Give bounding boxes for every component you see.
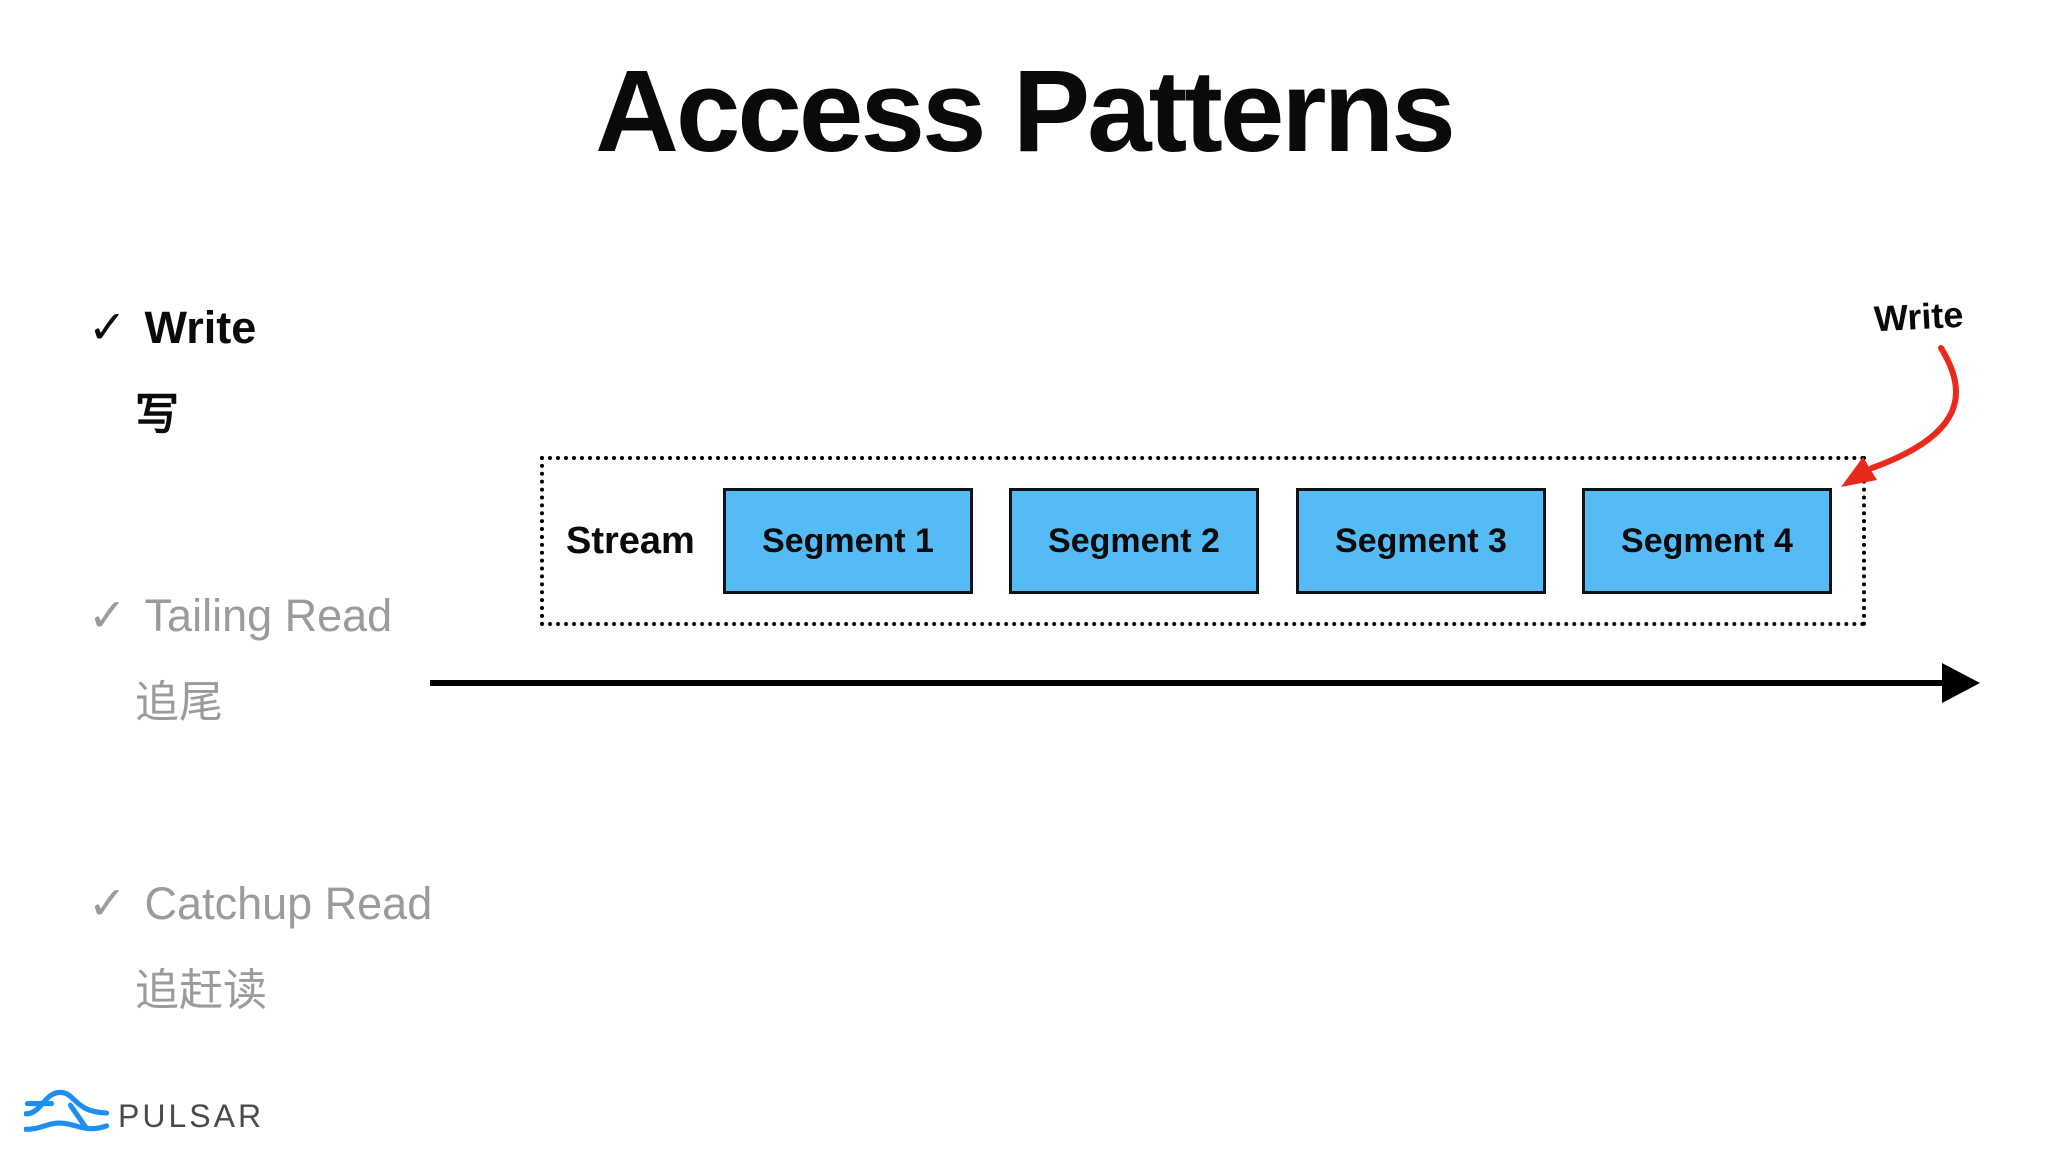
- bullet-tailing-read: ✓ Tailing Read 追尾: [88, 588, 392, 730]
- write-annotation-label: Write: [1872, 293, 1965, 340]
- checkmark-icon: ✓: [88, 589, 127, 641]
- bullet-write: ✓ Write 写: [88, 300, 256, 442]
- stream-label: Stream: [566, 519, 695, 562]
- bullet-tailing-read-subtitle: 追尾: [135, 678, 223, 727]
- pulsar-logo-wordmark: PULSAR: [118, 1097, 265, 1134]
- segment-4-box: Segment 4: [1582, 488, 1832, 594]
- segment-1-box: Segment 1: [723, 488, 973, 594]
- bullet-tailing-read-label: Tailing Read: [144, 590, 393, 641]
- segment-2-box: Segment 2: [1009, 488, 1259, 594]
- bullet-catchup-read: ✓ Catchup Read 追赶读: [88, 876, 432, 1018]
- timeline-arrow: [430, 663, 1980, 703]
- pulsar-logo-icon: [24, 1089, 110, 1132]
- bullet-catchup-read-subtitle: 追赶读: [135, 966, 267, 1015]
- checkmark-icon: ✓: [88, 877, 127, 929]
- bullet-write-label: Write: [144, 302, 257, 353]
- checkmark-icon: ✓: [88, 301, 127, 353]
- pulsar-logo: PULSAR: [24, 1086, 264, 1140]
- page-title: Access Patterns: [595, 46, 1456, 176]
- bullet-catchup-read-label: Catchup Read: [144, 878, 433, 929]
- stream-dotted-container: [540, 456, 1866, 626]
- segment-3-box: Segment 3: [1296, 488, 1546, 594]
- bullet-write-subtitle: 写: [135, 390, 179, 439]
